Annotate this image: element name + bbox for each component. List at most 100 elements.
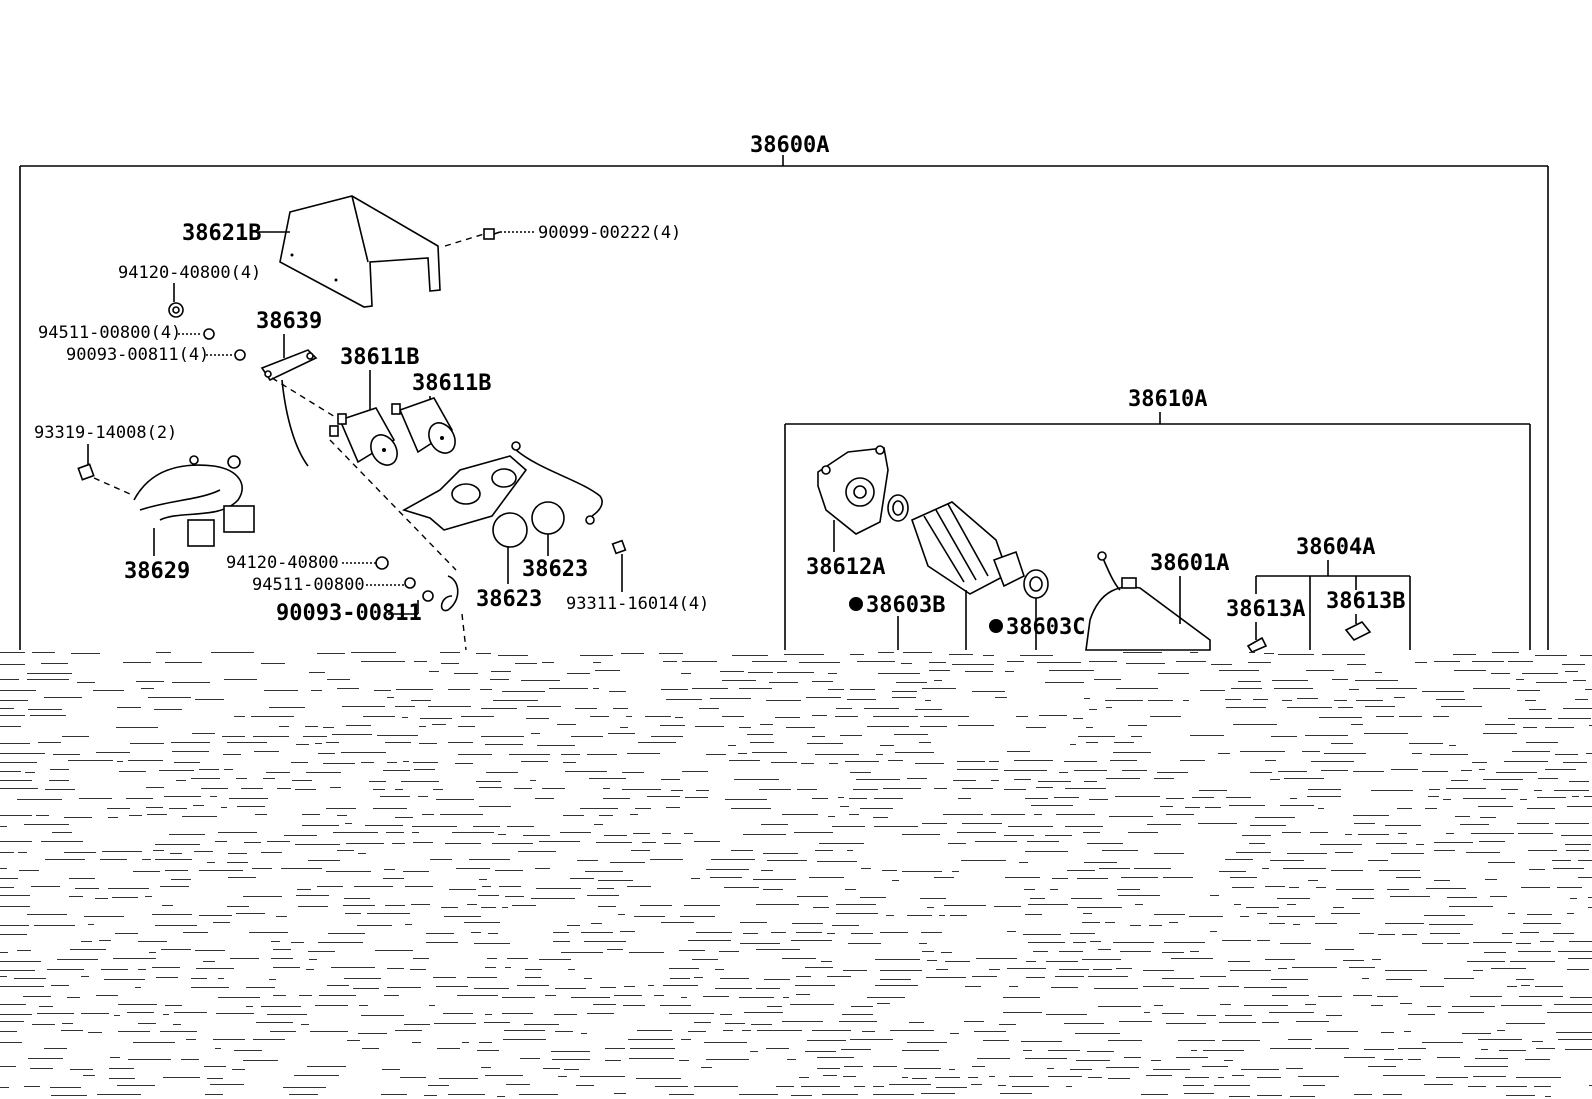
noise-dash [1257,1077,1281,1078]
noise-dash [694,1022,711,1023]
noise-dash [580,808,618,809]
noise-dash [1326,1015,1342,1016]
noise-dash [243,896,282,897]
left-screw: 93319-14008(2) [34,423,177,495]
noise-dash [895,752,934,753]
noise-dash [441,907,458,908]
noise-dash [1008,826,1053,827]
noise-dash [919,943,927,944]
noise-dash [552,1059,590,1060]
noise-dash [1528,850,1557,851]
noise-dash [740,922,767,923]
noise-dash [1218,753,1230,754]
noise-dash [907,778,927,779]
noise-dash [252,868,272,869]
noise-dash [295,789,316,790]
noise-dash [1379,870,1420,871]
noise-dash [725,1023,745,1024]
noise-dash [555,988,586,989]
label-90099-00222: 90099-00222(4) [538,223,681,243]
noise-dash [449,889,476,890]
noise-dash [1555,754,1578,755]
noise-dash [527,706,561,707]
yoke-38601A: 38601A [1085,551,1229,651]
noise-dash [848,943,881,944]
noise-dash [1262,868,1269,869]
noise-dash [1558,718,1591,719]
noise-dash [1501,1005,1542,1006]
noise-dash [1460,824,1489,825]
noise-dash [1385,825,1421,826]
noise-dash [1534,790,1542,791]
noise-dash [873,1066,897,1067]
noise-dash [875,959,920,960]
noise-dash [0,753,45,754]
noise-dash [1461,770,1472,771]
noise-dash [1315,1048,1349,1049]
noise-dash [1210,931,1217,932]
noise-dash [0,1087,9,1088]
noise-dash [1573,680,1586,681]
noise-dash [1316,887,1326,888]
noise-dash [269,979,276,980]
noise-dash [841,1049,871,1050]
label-38639: 38639 [256,309,322,334]
noise-dash [1033,951,1048,952]
noise-dash [1318,808,1324,809]
noise-dash [543,1068,560,1069]
noise-dash [896,682,927,683]
noise-dash [1189,916,1223,917]
noise-dash [507,958,528,959]
noise-dash [1467,961,1505,962]
noise-dash [756,988,780,989]
noise-dash [805,967,833,968]
noise-dash [1105,700,1143,701]
noise-dash [1229,805,1265,806]
noise-dash [1004,770,1047,771]
noise-dash [1287,707,1332,708]
noise-dash [159,770,194,771]
noise-dash [165,1005,182,1006]
noise-dash [0,664,25,665]
noise-dash [430,859,452,860]
noise-dash [485,967,496,968]
noise-dash [608,733,635,734]
noise-dash [518,851,556,852]
noise-dash [759,789,791,790]
noise-dash [1422,691,1464,692]
noise-dash [382,1069,400,1070]
noise-dash [1007,931,1016,932]
noise-dash [383,770,410,771]
noise-dash [873,716,918,717]
noise-dash [1499,1050,1526,1051]
noise-dash [1447,943,1469,944]
noise-dash [1162,952,1184,953]
noise-dash [152,967,180,968]
noise-dash [224,679,257,680]
noise-dash [669,1013,714,1014]
noise-dash [719,951,739,952]
noise-dash [301,1024,309,1025]
noise-dash [1120,951,1151,952]
assembly-frame-38600A: 38600A [19,133,1549,650]
noise-dash [234,1050,262,1051]
noise-dash [1556,1032,1592,1033]
noise-dash [229,798,268,799]
noise-dash [991,814,1025,815]
noise-dash [999,1024,1016,1025]
noise-dash [514,788,532,789]
noise-dash [1523,727,1537,728]
noise-dash [742,1030,751,1031]
noise-dash [1555,823,1589,824]
noise-dash [1036,787,1053,788]
noise-dash [236,913,265,914]
noise-dash [467,977,497,978]
noise-dash [1045,682,1084,683]
noise-dash [123,662,151,663]
noise-dash [49,780,69,781]
noise-dash [1308,880,1318,881]
noise-dash [403,871,429,872]
noise-dash [172,751,209,752]
noise-dash [1307,796,1341,797]
noise-dash [387,968,404,969]
